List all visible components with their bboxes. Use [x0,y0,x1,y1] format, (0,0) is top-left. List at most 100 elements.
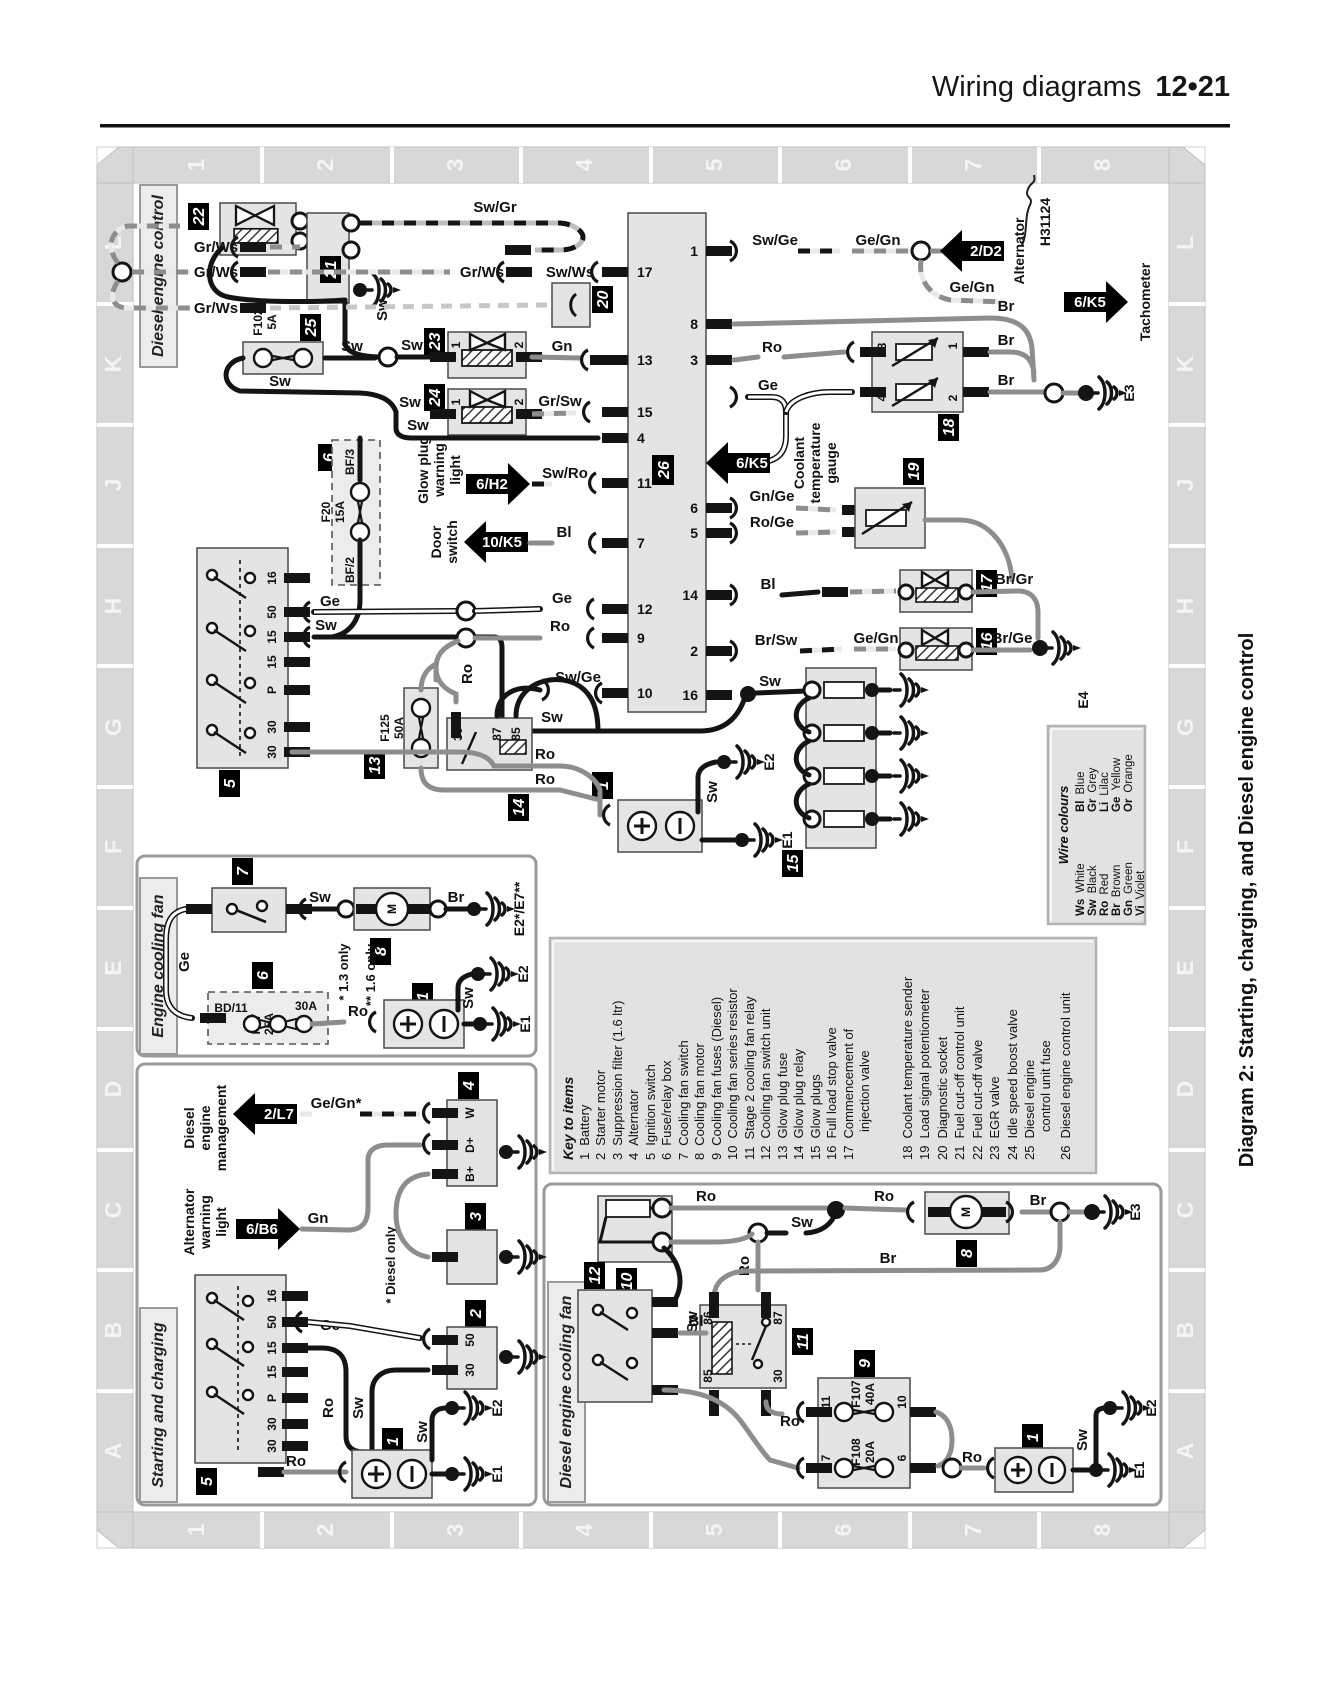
section-engine-cooling-fan: 7 Sw M 8 Br E2*/E7** * 1.3 only ** 1.6 o… [163,858,533,1049]
svg-text:control unit fuse: control unit fuse [1038,1040,1053,1132]
key-title: Key to items [560,1077,576,1160]
drawing-code: H31124 [1037,198,1053,246]
svg-text:Coolant: Coolant [791,437,807,489]
component-1-battery-ecf: 1 E2 Sw E1 [383,956,533,1049]
ground-e1-dcf: E1 [1131,1461,1147,1478]
svg-text:Gr/Ws: Gr/Ws [194,300,238,317]
badge-19: 19 [906,463,923,481]
wire-colour-entries: WsWhite SwBlack RoRed BrBrown GnGreen Vi… [1075,754,1147,916]
grid-row: G [1172,718,1198,736]
svg-text:Alternator: Alternator [181,1188,197,1255]
svg-text:F102: F102 [251,308,265,336]
grid-row: A [1172,1443,1198,1460]
component-11-stage2-relay: 86 87 85 30 11 [699,1292,813,1416]
svg-text:2/D2: 2/D2 [970,243,1002,260]
component-8-cooling-fan-motor-dcf: M 8 Br E3 [924,1191,1143,1267]
svg-text:Sw: Sw [414,1421,431,1443]
grid-row: D [1172,1081,1198,1098]
svg-text:2: 2 [946,394,960,401]
svg-text:Sw: Sw [341,338,363,355]
svg-text:6: 6 [895,1454,909,1461]
svg-text:Ge/Gn: Ge/Gn [855,232,900,249]
svg-text:14: 14 [682,587,698,603]
grid-col: 7 [960,159,986,172]
svg-text:16Full load stop valve: 16Full load stop valve [824,1027,839,1160]
svg-text:Br: Br [998,298,1015,315]
svg-text:B+: B+ [463,1166,477,1182]
svg-text:Ge: Ge [176,952,193,972]
svg-text:D+: D+ [463,1137,477,1153]
svg-text:3Suppression filter (1.6 ltr): 3Suppression filter (1.6 ltr) [610,1001,625,1160]
component-1-battery-dcf: Ro 1 E1 Sw E2 [941,1390,1159,1493]
svg-text:Ro: Ro [535,771,555,788]
svg-text:15: 15 [265,630,279,644]
svg-text:30: 30 [265,720,279,734]
svg-text:5: 5 [690,525,698,541]
section-label-engine-cooling-fan: Engine cooling fan [139,877,178,1055]
badge-1-sc: 1 [385,1437,402,1446]
badge-20: 20 [595,291,612,310]
svg-text:19Load signal potentiometer: 19Load signal potentiometer [917,988,932,1160]
svg-text:management: management [213,1084,229,1171]
component-13-glow-plug-fuse: F125 50A 13 [364,661,563,793]
badge-5-bottom: 5 [199,1476,216,1486]
svg-text:2Starter motor: 2Starter motor [593,1069,608,1160]
svg-text:50: 50 [265,1315,279,1329]
badge-6-ecf: 6 [255,971,272,980]
svg-text:Engine cooling fan: Engine cooling fan [150,894,167,1037]
svg-text:Gn/Ge: Gn/Ge [749,488,794,505]
svg-text:BF/3: BF/3 [343,449,357,475]
badge-8: 8 [373,947,390,956]
svg-text:temperature: temperature [807,422,823,503]
svg-text:3: 3 [690,352,698,368]
svg-text:ViViolet: ViViolet [1135,870,1147,916]
svg-text:11: 11 [819,1395,833,1408]
wire-row-ro-9: Ro Ro [433,618,596,705]
svg-text:8: 8 [690,316,698,332]
svg-text:BF/2: BF/2 [343,557,357,583]
component-9-cooling-fan-fuses: 9 F107 40A 11 10 F108 20A 7 6 Ro [661,1350,955,1489]
badge-15: 15 [785,854,802,873]
grid-col: 6 [830,1524,856,1537]
grid-col: 6 [830,159,856,172]
svg-text:Br: Br [1030,1192,1047,1209]
svg-text:Sw/Ge: Sw/Ge [752,232,798,249]
svg-text:4Alternator: 4Alternator [626,1089,641,1160]
svg-text:F20: F20 [319,501,333,522]
component-2-starter-motor: 2 50 30 [369,1300,549,1455]
svg-text:Gr/Ws: Gr/Ws [460,264,504,281]
svg-text:Ge/Gn: Ge/Gn [853,630,898,647]
svg-text:11Stage 2 cooling fan relay: 11Stage 2 cooling fan relay [742,996,757,1160]
svg-text:2: 2 [512,398,526,405]
svg-text:15: 15 [265,655,279,669]
grid-row: D [100,1081,126,1098]
badge-18: 18 [941,419,958,437]
svg-text:Br/Gr: Br/Gr [995,571,1034,588]
grid-col: 1 [183,1523,209,1536]
svg-text:Ro/Ge: Ro/Ge [750,514,794,531]
svg-text:12: 12 [637,601,653,617]
svg-text:15A: 15A [333,501,347,523]
badge-6: 6 [321,453,338,462]
svg-text:Diesel engine cooling fan: Diesel engine cooling fan [558,1295,575,1488]
grid-col: 8 [1089,158,1115,171]
svg-text:BlBlue: BlBlue [1075,771,1087,812]
svg-text:Sw: Sw [460,987,477,1009]
svg-text:26Diesel engine control unit: 26Diesel engine control unit [1058,992,1073,1160]
svg-text:BD/11: BD/11 [214,1001,248,1015]
grid-col: 2 [312,159,338,172]
svg-text:16: 16 [265,1289,279,1303]
component-25-control-unit-fuse: F102 5A 25 Sw Sw [223,308,399,415]
wire-row-grws: Gr/Ws Gr/Ws Gr/Ws Sw/Ws Gr/Ws [108,223,600,317]
svg-text:6/B6: 6/B6 [246,1221,278,1238]
arrow-alternator: 2/D2 Alternator [940,217,1027,284]
frame-gaps [97,147,1205,1548]
svg-text:Sw: Sw [791,1214,813,1231]
wire-row-ge-12: Ge Ge [301,590,596,624]
svg-text:2: 2 [690,643,698,659]
svg-text:F107: F107 [849,1380,863,1408]
svg-text:Sw: Sw [350,1397,367,1419]
svg-text:50: 50 [463,1333,477,1347]
svg-text:Br/Ge: Br/Ge [992,630,1033,647]
svg-text:85: 85 [509,727,523,741]
